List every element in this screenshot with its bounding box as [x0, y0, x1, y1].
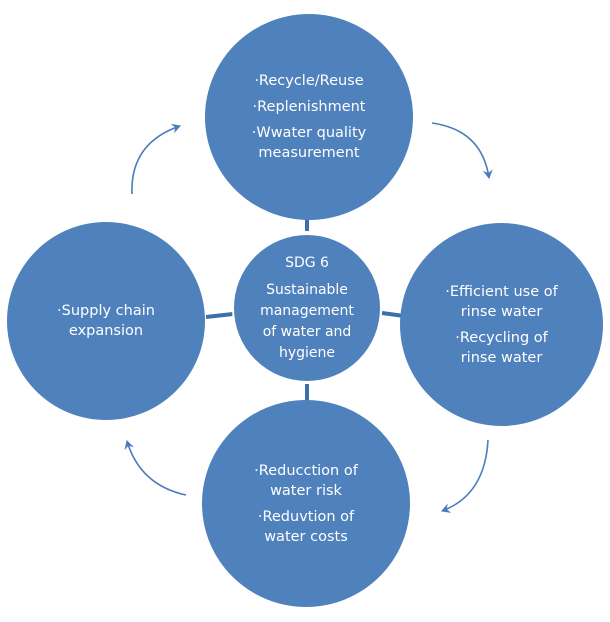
top-bullet-item: ·Recycle/Reuse [254, 71, 363, 91]
circle-bottom: ·Reducction of water risk ·Reduvtion of wat… [202, 400, 410, 607]
center-line: management [260, 302, 354, 319]
right-bullet-line: rinse water [460, 303, 543, 320]
arrow-left-to-top [131, 123, 181, 195]
left-bullet-item: ·Supply chain expansion [57, 301, 155, 341]
right-bullet-item: ·Efficient use of rinse water [445, 282, 557, 322]
bottom-bullet-line: water risk [270, 482, 342, 499]
circle-center: SDG 6 Sustainable management of water an… [232, 233, 382, 383]
top-bullet-item: ·Replenishment [253, 97, 366, 117]
right-bullet-line: rinse water [460, 349, 543, 366]
center-title: SDG 6 [285, 254, 329, 271]
top-bullet-line: ·Wwater quality [251, 125, 367, 141]
center-line: of water and [262, 323, 352, 340]
bottom-bullet-line: water costs [264, 528, 348, 545]
top-bullet-line: ·Replenishment [252, 99, 366, 115]
arrow-top-to-right [431, 122, 493, 179]
left-bullet-line: ·Supply chain [57, 303, 155, 319]
top-bullet-line: ·Recycle/Reuse [254, 73, 364, 89]
bottom-bullet-line: ·Reduvtion of [257, 508, 355, 525]
center-line: Sustainable [266, 281, 348, 298]
top-bullet-line: measurement [258, 145, 360, 161]
right-bullet-line: ·Recycling of [455, 329, 548, 346]
arrow-right-to-bottom [441, 439, 489, 513]
bottom-bullet-item: ·Reducction of water risk [254, 461, 358, 501]
circle-left: ·Supply chain expansion [7, 222, 205, 420]
bottom-bullet-item: ·Reduvtion of water costs [258, 507, 354, 547]
center-line: hygiene [278, 344, 336, 361]
connector-left [205, 312, 234, 319]
right-bullet-item: ·Recycling of rinse water [455, 328, 548, 368]
arrow-bottom-to-left [124, 440, 187, 496]
top-bullet-item: ·Wwater quality measurement [252, 123, 366, 163]
circle-top: ·Recycle/Reuse ·Replenishment ·Wwater qual… [205, 14, 413, 220]
right-bullet-line: ·Efficient use of [445, 283, 558, 300]
left-bullet-line: expansion [68, 323, 144, 339]
bottom-bullet-line: ·Reducction of [254, 462, 358, 479]
